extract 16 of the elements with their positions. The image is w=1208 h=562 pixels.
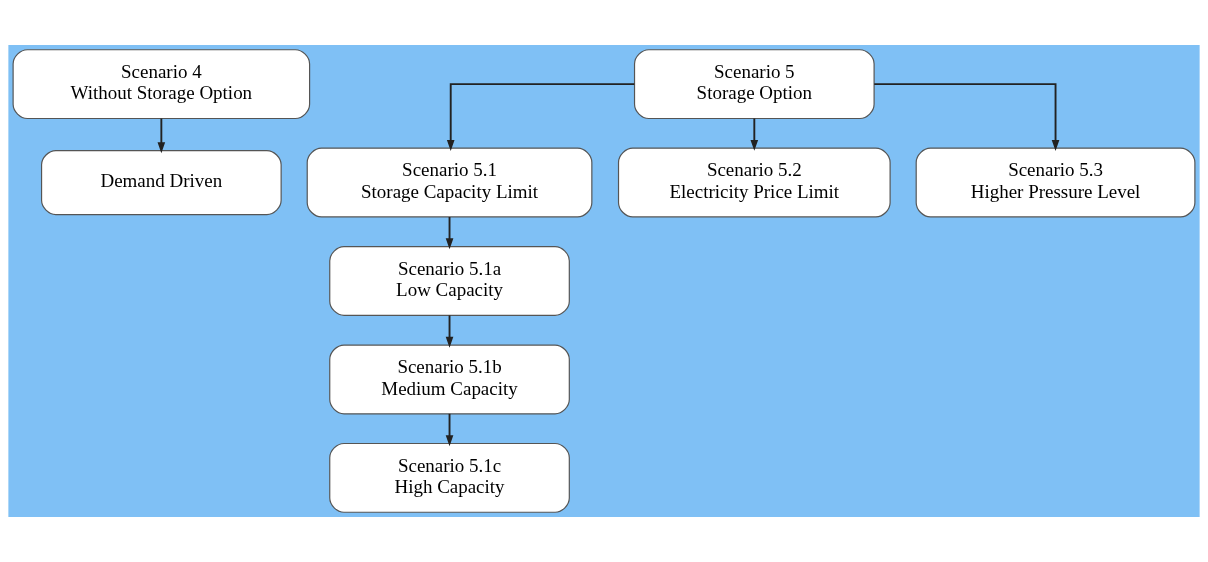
- arrow: [157, 117, 166, 154]
- arrow: [445, 314, 454, 348]
- arrow: [446, 83, 636, 151]
- node-box: Scenario 5.1 Storage Capacity Limit: [306, 147, 593, 218]
- node-box: Scenario 5.2 Electricity Price Limit: [617, 147, 891, 218]
- node-box: Demand Driven: [40, 149, 282, 216]
- arrow: [445, 216, 454, 250]
- arrow: [873, 83, 1060, 151]
- arrow: [750, 117, 759, 151]
- node-box: Scenario 4 Without Storage Option: [12, 49, 311, 120]
- node-box: Scenario 5.3 Higher Pressure Level: [915, 147, 1196, 218]
- node-box: Scenario 5.1a Low Capacity: [329, 246, 570, 316]
- node-box: Scenario 5 Storage Option: [633, 49, 875, 120]
- arrow: [445, 412, 454, 447]
- node-box: Scenario 5.1b Medium Capacity: [329, 344, 570, 415]
- node-box: Scenario 5.1c High Capacity: [329, 442, 570, 513]
